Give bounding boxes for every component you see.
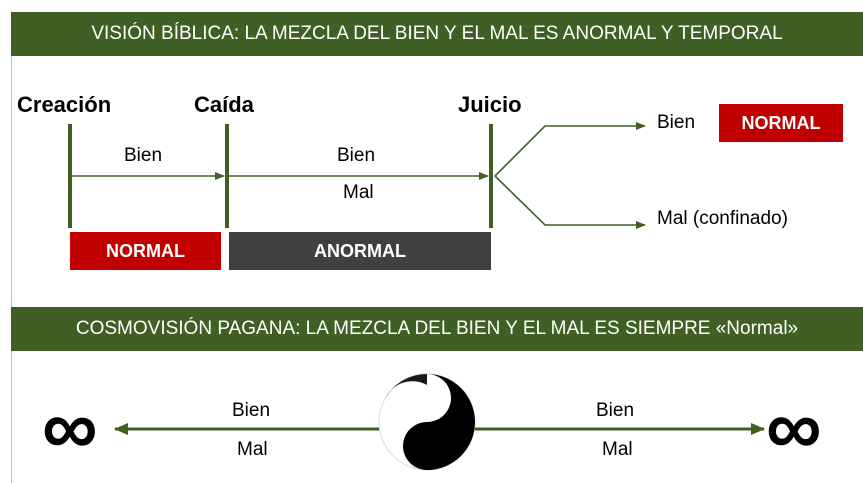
biblical-view-title: VISIÓN BÍBLICA: LA MEZCLA DEL BIEN Y EL … <box>11 12 863 56</box>
normal-period-badge: NORMAL <box>70 232 221 270</box>
branch-good-normal-badge: NORMAL <box>719 104 843 142</box>
right-evil-label: Mal <box>602 439 633 460</box>
left-border-line-top <box>11 56 12 307</box>
abnormal-period-badge: ANORMAL <box>229 232 491 270</box>
good-label-creation-fall: Bien <box>124 145 163 166</box>
left-infinity-icon: ∞ <box>42 383 98 471</box>
branch-evil-label: Mal (confinado) <box>657 208 788 229</box>
pagan-view-title: COSMOVISIÓN PAGANA: LA MEZCLA DEL BIEN Y… <box>11 307 863 351</box>
right-infinity-icon: ∞ <box>766 383 822 471</box>
creation-label: Creación <box>17 92 112 117</box>
fall-label: Caída <box>194 92 254 117</box>
branch-to-evil-arrow <box>494 175 646 229</box>
judgment-label: Juicio <box>458 92 522 117</box>
yin-yang-icon <box>378 373 476 471</box>
right-good-label: Bien <box>596 400 635 421</box>
branch-good-label: Bien <box>657 112 696 133</box>
left-good-label: Bien <box>232 400 271 421</box>
left-evil-label: Mal <box>237 439 268 460</box>
left-border-line-bottom <box>11 351 12 483</box>
branch-to-good-arrow <box>494 122 646 177</box>
evil-label-fall-judgment: Mal <box>343 182 374 203</box>
good-label-fall-judgment: Bien <box>337 145 376 166</box>
